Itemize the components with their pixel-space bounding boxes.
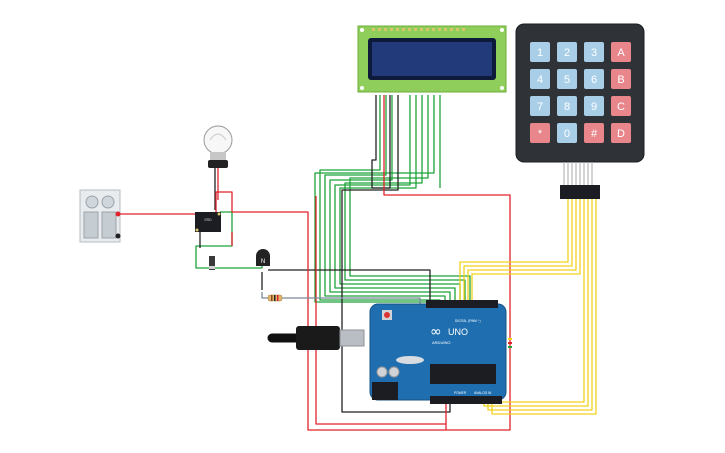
keypad-key-8[interactable] [557,96,577,116]
keypad-key-6[interactable] [584,69,604,89]
keypad-key-label: 2 [564,47,570,59]
keypad-key-label: B [617,74,624,86]
keypad-key-label: A [617,47,625,59]
keypad-key-label: 6 [591,74,597,86]
keypad-key-label: 4 [537,74,543,86]
analog-header-label: ANALOG IN [474,391,492,395]
keypad-key-4[interactable] [530,69,550,89]
keypad-key-label: 3 [591,47,597,59]
keypad-key-5[interactable] [557,69,577,89]
transistor[interactable]: N [256,249,270,266]
keypad-key-3[interactable] [584,42,604,62]
lcd-header-pins [372,28,465,31]
arduino-brand: ARDUINO [432,340,450,345]
keypad-key-label: 9 [591,101,597,113]
black-wires [199,95,451,413]
keypad-key-label: 7 [537,101,543,113]
green-wires [195,95,471,304]
keypad-key-label: C [617,101,625,113]
diode[interactable] [209,256,215,270]
keypad-key-label: D [617,128,625,140]
power-header-label: POWER [454,391,467,395]
keypad[interactable]: 1 2 3 A 4 5 6 B 7 8 9 C * 0 # D [515,23,645,199]
relay[interactable]: SRD [195,212,221,232]
keypad-key-label: # [591,128,598,140]
keypad-key-9[interactable] [584,96,604,116]
keypad-key-*[interactable] [530,123,550,143]
arduino-uno[interactable]: ∞ UNO ARDUINO DIGITAL (PWM ~) POWER ANAL… [267,300,512,404]
keypad-key-0[interactable] [557,123,577,143]
transistor-label: N [261,259,265,265]
keypad-key-D[interactable] [611,123,631,143]
keypad-key-7[interactable] [530,96,550,116]
usb-cable [267,326,365,350]
keypad-key-label: 0 [564,128,570,140]
resistor[interactable] [267,294,283,302]
keypad-key-#[interactable] [584,123,604,143]
arduino-infinity-logo: ∞ [430,324,442,340]
keypad-key-label: 1 [537,47,543,59]
red-wires [118,95,511,431]
keypad-key-label: 8 [564,101,570,113]
keypad-key-2[interactable] [557,42,577,62]
keypad-key-A[interactable] [611,42,631,62]
digital-header-label: DIGITAL (PWM ~) [455,319,481,323]
keypad-key-B[interactable] [611,69,631,89]
light-bulb[interactable] [203,125,233,168]
relay-label: SRD [204,218,212,222]
lcd-display[interactable] [357,25,507,93]
keypad-key-C[interactable] [611,96,631,116]
keypad-keys: 1 2 3 A 4 5 6 B 7 8 9 C * 0 # D [530,42,631,143]
keypad-key-1[interactable] [530,42,550,62]
arduino-model: UNO [448,327,468,337]
power-outlet[interactable] [79,189,121,243]
keypad-key-label: * [538,128,543,140]
keypad-key-label: 5 [564,74,570,86]
